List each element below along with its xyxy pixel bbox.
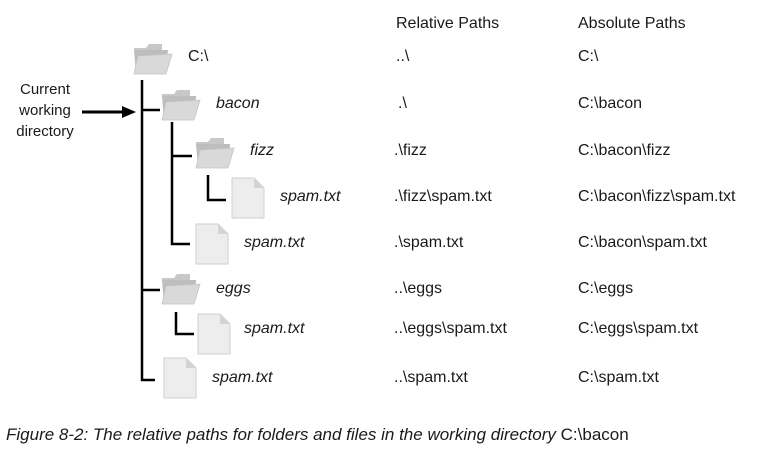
- absolute-path-fizz: C:\bacon\fizz: [578, 142, 671, 159]
- relative-path-root: ..\: [396, 48, 410, 65]
- folder-icon-root: [133, 44, 173, 75]
- relative-path-root-spam: ..\spam.txt: [394, 369, 468, 386]
- bacon-branch: [170, 122, 190, 246]
- relative-path-bacon: .\: [398, 95, 407, 112]
- absolute-path-bacon: C:\bacon: [578, 95, 643, 112]
- node-name-fizz-spam: spam.txt: [280, 188, 341, 205]
- relative-path-eggs-spam: ..\eggs\spam.txt: [394, 320, 507, 337]
- caption-path: C:\bacon: [560, 425, 629, 444]
- absolute-path-eggs-spam: C:\eggs\spam.txt: [578, 320, 699, 337]
- node-name-bacon: bacon: [216, 95, 260, 112]
- absolute-path-fizz-spam: C:\bacon\fizz\spam.txt: [578, 188, 736, 205]
- figure-caption: Figure 8-2: The relative paths for folde…: [6, 424, 629, 446]
- absolute-path-eggs: C:\eggs: [578, 280, 634, 297]
- header-relative-paths: Relative Paths: [396, 15, 500, 32]
- absolute-path-root-spam: C:\spam.txt: [578, 369, 659, 386]
- cwd-label-line-1: Current: [19, 81, 71, 98]
- file-icon-root-spam: [163, 357, 197, 399]
- cwd-arrowhead: [122, 106, 136, 118]
- cwd-label-line-3: directory: [16, 123, 74, 140]
- relative-path-fizz: .\fizz: [394, 142, 427, 159]
- node-name-root-spam: spam.txt: [212, 369, 273, 386]
- file-icon-bacon-spam: [195, 223, 229, 265]
- folder-icon-fizz: [195, 138, 235, 169]
- folder-icon-eggs: [161, 274, 201, 305]
- fizz-branch: [206, 175, 226, 202]
- folder-icon-bacon: [161, 90, 201, 121]
- cwd-label-line-2: working: [19, 102, 71, 119]
- header-absolute-paths: Absolute Paths: [578, 15, 686, 32]
- node-name-bacon-spam: spam.txt: [244, 234, 305, 251]
- caption-text: Figure 8-2: The relative paths for folde…: [6, 425, 561, 444]
- node-name-eggs: eggs: [216, 280, 251, 297]
- absolute-path-root: C:\: [578, 48, 599, 65]
- node-name-eggs-spam: spam.txt: [244, 320, 305, 337]
- node-name-fizz: fizz: [250, 142, 274, 159]
- trunk-line: [140, 80, 155, 382]
- file-icon-eggs-spam: [197, 313, 231, 355]
- node-name-root: C:\: [188, 48, 209, 65]
- relative-path-fizz-spam: .\fizz\spam.txt: [394, 188, 492, 205]
- relative-path-eggs: ..\eggs: [394, 280, 443, 297]
- relative-path-bacon-spam: .\spam.txt: [394, 234, 464, 251]
- file-icon-fizz-spam: [231, 177, 265, 219]
- eggs-branch: [174, 312, 194, 336]
- absolute-path-bacon-spam: C:\bacon\spam.txt: [578, 234, 707, 251]
